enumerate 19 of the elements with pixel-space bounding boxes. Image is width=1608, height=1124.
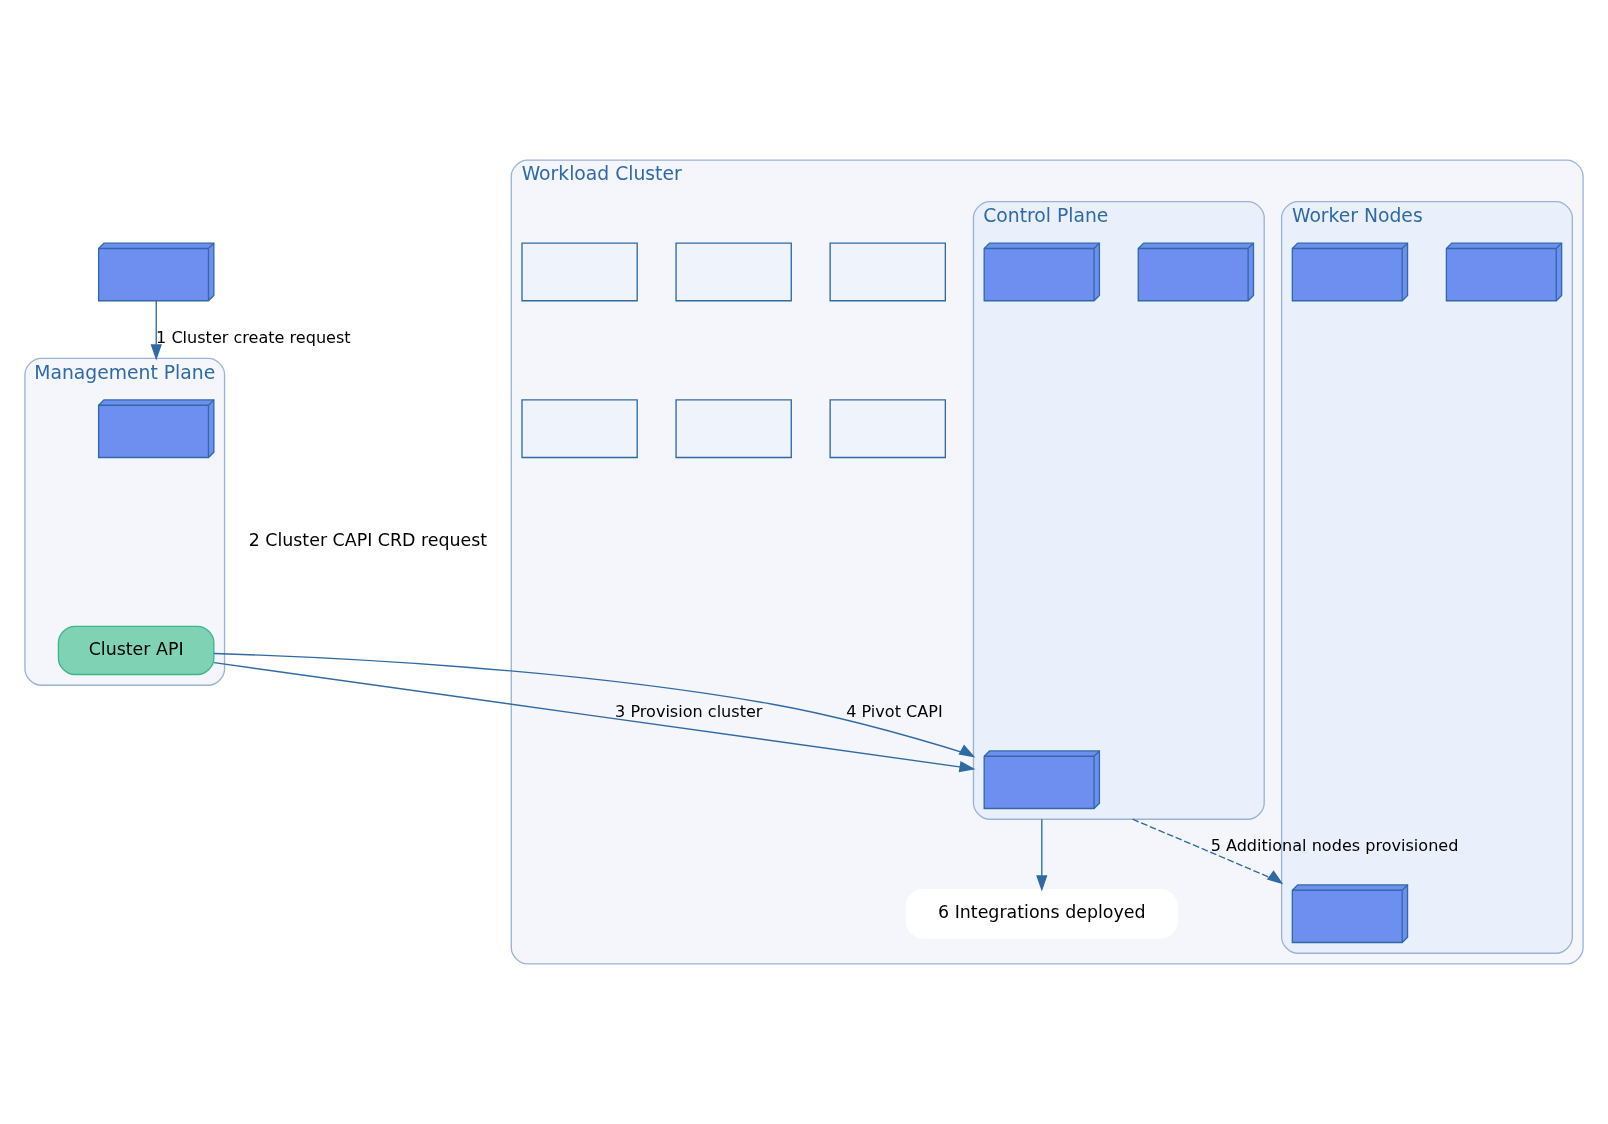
edge-label: 3 Provision cluster xyxy=(615,701,763,721)
node-box xyxy=(675,242,792,302)
edge-label: 1 Cluster create request xyxy=(156,328,351,348)
node-box xyxy=(829,242,946,302)
arrow xyxy=(213,662,976,773)
arrow xyxy=(150,300,162,361)
node-box: Cluster API xyxy=(57,625,215,676)
node-box xyxy=(829,399,946,459)
edge-label: 5 Additional nodes provisioned xyxy=(1210,835,1459,855)
arrow xyxy=(1131,818,1284,885)
edge-label: 4 Pivot CAPI xyxy=(846,701,943,721)
arrow xyxy=(213,652,976,758)
cluster: Control Plane xyxy=(972,200,1265,820)
label: 2 Cluster CAPI CRD request xyxy=(248,530,488,551)
arrow xyxy=(1036,818,1048,892)
node-box xyxy=(521,399,638,459)
node-box xyxy=(675,399,792,459)
node-box xyxy=(521,242,638,302)
node-box: 6 Integrations deployed xyxy=(905,888,1178,939)
